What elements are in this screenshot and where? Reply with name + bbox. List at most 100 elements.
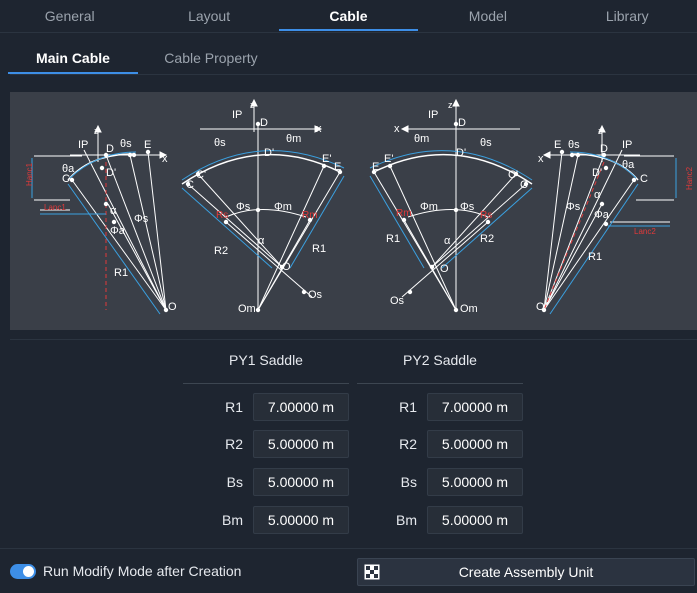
svg-text:x: x [394,123,400,135]
bm-py2-field[interactable]: 5.00000 m [427,506,523,534]
svg-text:Φs: Φs [460,201,475,213]
toggle-knob [23,566,34,577]
svg-text:Φm: Φm [274,201,292,213]
divider [10,74,697,75]
svg-text:R2: R2 [480,233,494,245]
divider [183,383,349,384]
svg-text:α: α [594,189,601,201]
row-label-bs: Bs [400,474,417,490]
svg-text:Os: Os [390,295,405,307]
svg-text:z: z [598,126,603,136]
divider [357,383,523,384]
diagram-py1-saddle [181,98,341,311]
svg-text:Lanc1: Lanc1 [44,203,66,212]
tab-cable[interactable]: Cable [278,0,419,32]
svg-text:Om: Om [238,303,256,315]
svg-text:O: O [282,261,291,273]
row-label-bm: Bm [396,512,417,528]
tab-general[interactable]: General [44,8,95,24]
svg-text:θs: θs [568,139,580,151]
divider [10,339,697,340]
r2-py1-field[interactable]: 5.00000 m [253,430,349,458]
svg-text:O: O [536,301,545,313]
svg-text:Rm: Rm [396,208,412,219]
tab-cable-property[interactable]: Cable Property [164,50,258,66]
svg-text:θs: θs [214,137,226,149]
svg-text:z: z [94,126,99,136]
svg-text:E: E [144,139,151,151]
sub-tab-bar: Main Cable Cable Property [0,42,284,74]
svg-text:Φm: Φm [420,201,438,213]
bs-py1-field[interactable]: 5.00000 m [253,468,349,496]
svg-text:IP: IP [622,139,632,151]
r1-py2-field[interactable]: 7.00000 m [427,393,523,421]
bm-py1-field[interactable]: 5.00000 m [253,506,349,534]
row-label-r2: R2 [225,436,243,452]
svg-text:D': D' [264,147,274,159]
diagram-py2-saddle [373,98,533,311]
r2-py2-field[interactable]: 5.00000 m [427,430,523,458]
column-header-py1: PY1 Saddle [229,352,303,368]
svg-text:x: x [316,123,322,135]
row-label-bs: Bs [226,474,243,490]
row-label-r2: R2 [399,436,417,452]
tab-library[interactable]: Library [605,8,649,24]
svg-text:Φs: Φs [236,201,251,213]
svg-text:α: α [110,205,117,217]
svg-text:α: α [444,235,451,247]
tab-model[interactable]: Model [468,8,507,24]
svg-text:D: D [106,143,114,155]
create-assembly-unit-label: Create Assembly Unit [458,564,594,580]
svg-text:C': C' [196,169,206,181]
svg-text:C: C [62,173,70,185]
svg-text:Hanc1: Hanc1 [25,162,34,186]
row-label-bm: Bm [222,512,243,528]
svg-text:C': C' [508,169,518,181]
svg-text:Φa: Φa [110,225,126,237]
svg-text:R1: R1 [386,233,400,245]
svg-text:D: D [260,117,268,129]
svg-text:O: O [440,263,449,275]
assembly-icon [364,564,380,580]
svg-text:R1: R1 [588,251,602,263]
divider [0,32,697,33]
tab-layout[interactable]: Layout [188,8,231,24]
svg-text:C: C [520,179,528,191]
svg-text:E: E [372,161,379,173]
svg-text:Os: Os [308,289,323,301]
svg-text:C: C [186,179,194,191]
svg-text:Rs: Rs [480,210,492,221]
svg-text:IP: IP [78,139,88,151]
svg-text:θm: θm [414,133,429,145]
svg-text:z: z [250,100,255,110]
svg-text:E: E [334,161,341,173]
svg-text:D': D' [106,167,116,179]
svg-text:Φs: Φs [134,213,149,225]
svg-text:α: α [258,235,265,247]
svg-text:R1: R1 [312,243,326,255]
svg-text:C: C [640,173,648,185]
divider [0,548,697,549]
r1-py1-field[interactable]: 7.00000 m [253,393,349,421]
svg-text:E': E' [384,153,393,165]
tab-main-cable[interactable]: Main Cable [8,42,138,74]
svg-text:IP: IP [232,109,242,121]
svg-text:Lanc2: Lanc2 [634,227,656,236]
bs-py2-field[interactable]: 5.00000 m [427,468,523,496]
top-tab-bar: General Layout Cable Model Library [0,0,697,32]
svg-text:IP: IP [428,109,438,121]
row-label-r1: R1 [399,399,417,415]
create-assembly-unit-button[interactable]: Create Assembly Unit [357,558,695,586]
svg-text:Om: Om [460,303,478,315]
svg-text:D: D [600,143,608,155]
svg-text:E': E' [322,153,331,165]
svg-text:Φs: Φs [566,201,581,213]
svg-text:Φa: Φa [594,209,610,221]
saddle-geometry-diagram: IP z D D' θs E x θa C α Φs Φa R1 O Hanc1… [10,92,697,330]
run-modify-mode-toggle[interactable] [10,564,36,579]
svg-text:x: x [162,153,168,165]
svg-text:θs: θs [120,138,132,150]
svg-text:Hanc2: Hanc2 [685,166,694,190]
svg-text:O: O [168,301,177,313]
svg-text:R1: R1 [114,267,128,279]
